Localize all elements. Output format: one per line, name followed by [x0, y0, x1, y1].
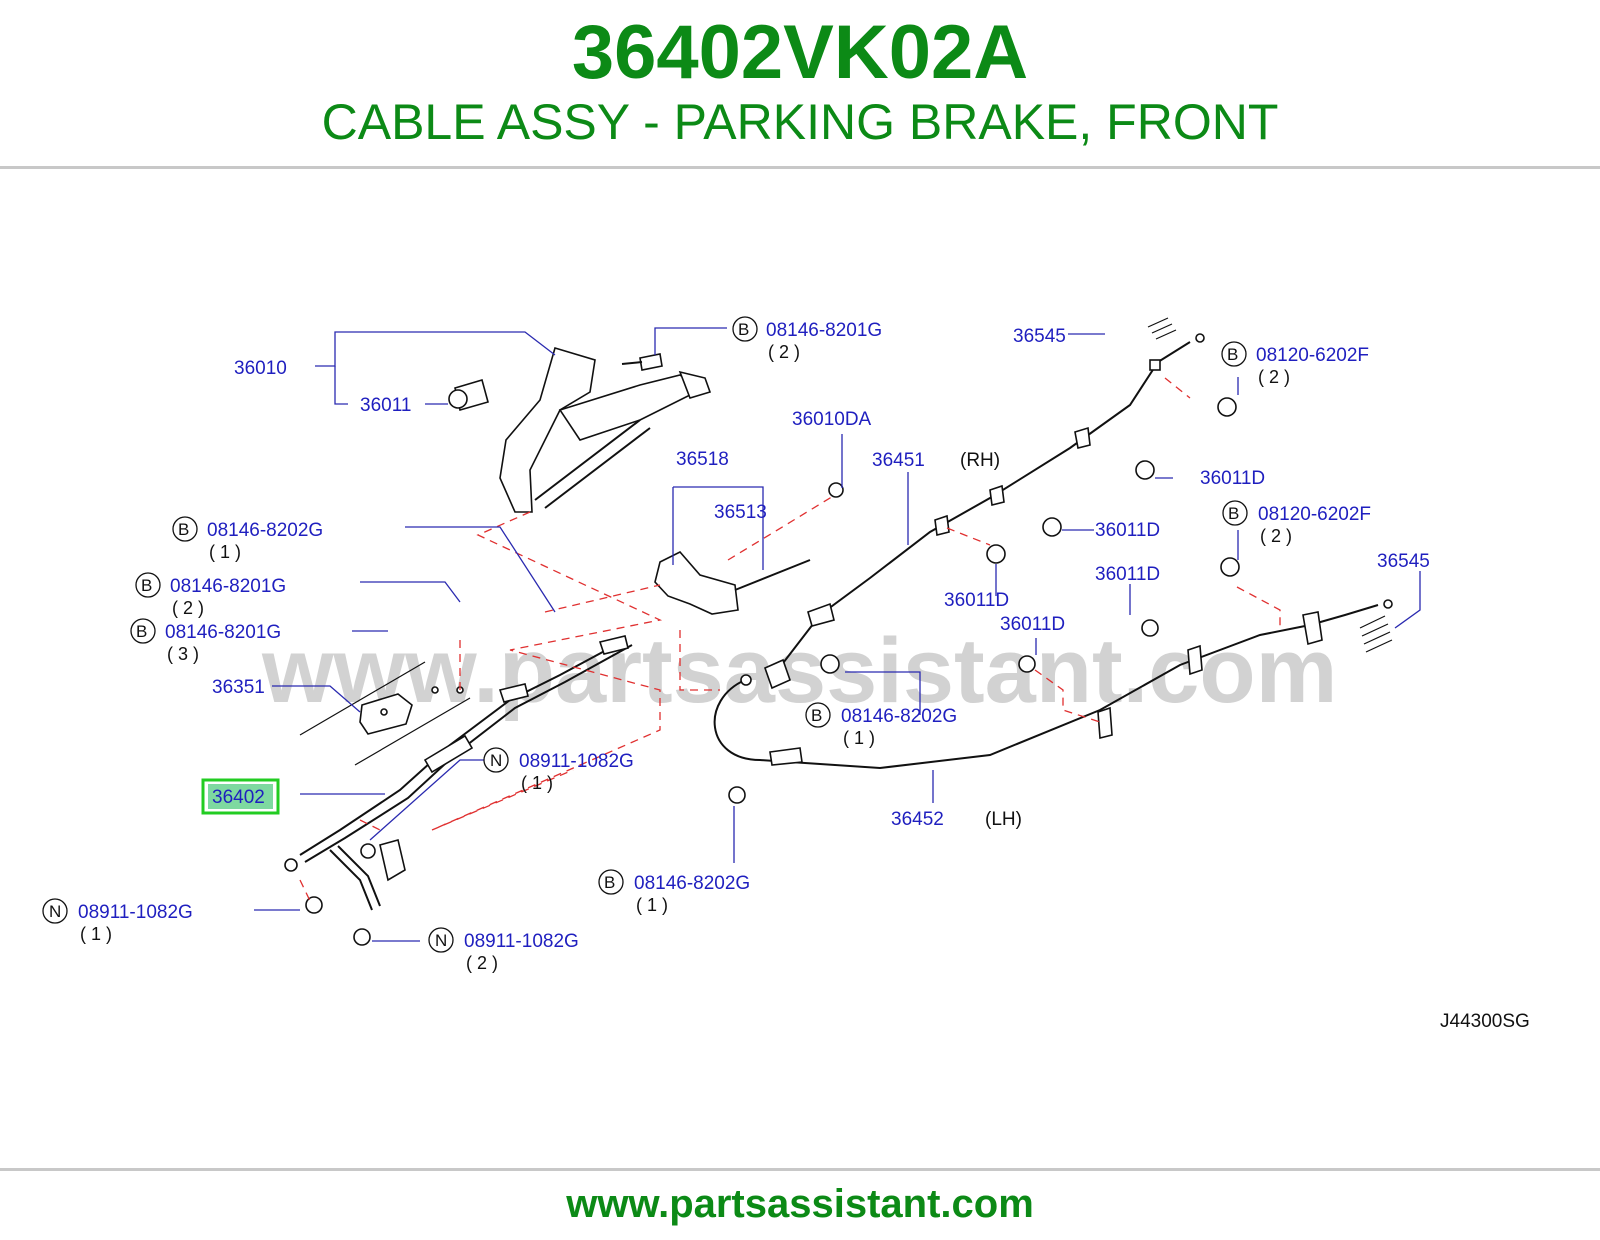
plate-drawing: [299, 661, 471, 766]
callout-qty: ( 1 ): [843, 728, 875, 748]
callout-number[interactable]: 08911-1082G: [78, 902, 193, 923]
label-36010[interactable]: 36010: [234, 358, 287, 379]
callout-08146-8202g-left[interactable]: B 08146-8202G ( 1 ): [172, 516, 323, 562]
callout-number[interactable]: 08146-8202G: [841, 706, 957, 727]
callout-08146-8201g-top[interactable]: B 08146-8201G ( 2 ): [732, 316, 882, 362]
footer-website[interactable]: www.partsassistant.com: [566, 1182, 1034, 1226]
callout-qty: ( 2 ): [1260, 526, 1292, 546]
page-title: 36402VK02A: [571, 10, 1029, 95]
prefix-circle: [135, 572, 161, 598]
label-36545-a[interactable]: 36545: [1013, 326, 1066, 347]
prefix-circle: [805, 702, 831, 728]
callout-08146-8201g-left-a[interactable]: B 08146-8201G ( 2 ): [135, 572, 286, 618]
callout-08911-1082g-a[interactable]: N 08911-1082G ( 1 ): [483, 747, 634, 793]
front-cable-drawing: [284, 635, 633, 946]
prefix-circle: [42, 898, 68, 924]
callout-qty: ( 1 ): [636, 895, 668, 915]
callout-qty: ( 2 ): [466, 953, 498, 973]
callout-number[interactable]: 08146-8202G: [207, 520, 323, 541]
callout-qty: ( 1 ): [209, 542, 241, 562]
callout-prefix: B: [136, 622, 147, 641]
prefix-circle: [172, 516, 198, 542]
prefix-circle: [483, 747, 509, 773]
callout-prefix: B: [141, 576, 152, 595]
label-36402[interactable]: 36402: [212, 787, 265, 808]
highlighted-part-36402[interactable]: 36402: [201, 778, 280, 815]
label-rh: (RH): [960, 450, 1000, 471]
label-36518[interactable]: 36518: [676, 449, 729, 470]
callout-prefix: B: [178, 520, 189, 539]
label-36011d-c[interactable]: 36011D: [944, 590, 1009, 611]
label-36011d-b[interactable]: 36011D: [1095, 520, 1160, 541]
callout-qty: ( 2 ): [1258, 367, 1290, 387]
callout-number[interactable]: 08146-8201G: [165, 622, 281, 643]
label-36451[interactable]: 36451: [872, 450, 925, 471]
highlight-box: [201, 778, 280, 815]
callout-prefix: B: [1228, 504, 1239, 523]
callout-prefix: N: [49, 902, 61, 921]
callout-08911-1082g-c[interactable]: N 08911-1082G ( 2 ): [428, 927, 579, 973]
watermark: www.partsassistant.com: [261, 620, 1337, 722]
top-divider: [0, 166, 1600, 169]
callout-qty: ( 1 ): [521, 773, 553, 793]
label-36452[interactable]: 36452: [891, 809, 944, 830]
label-36011[interactable]: 36011: [360, 395, 411, 416]
pedal-assembly-drawing: [448, 347, 712, 513]
label-36010da[interactable]: 36010DA: [792, 409, 872, 430]
part-description: CABLE ASSY - PARKING BRAKE, FRONT: [321, 94, 1279, 150]
callout-number[interactable]: 08146-8201G: [766, 320, 882, 341]
callout-qty: ( 2 ): [172, 598, 204, 618]
callout-number[interactable]: 08120-6202F: [1256, 345, 1369, 366]
prefix-circle: [1222, 500, 1248, 526]
diagram-code: J44300SG: [1440, 1011, 1530, 1032]
callout-qty: ( 1 ): [80, 924, 112, 944]
callout-prefix: B: [1227, 345, 1238, 364]
label-36011d-e[interactable]: 36011D: [1000, 614, 1065, 635]
label-36545-b[interactable]: 36545: [1377, 551, 1430, 572]
label-36011d-a[interactable]: 36011D: [1200, 468, 1265, 489]
callout-08911-1082g-b[interactable]: N 08911-1082G ( 1 ): [42, 898, 193, 944]
callout-08146-8202g-center[interactable]: B 08146-8202G ( 1 ): [805, 702, 957, 748]
cable-guide-drawing: [654, 482, 844, 615]
prefix-circle: [428, 927, 454, 953]
callout-08120-6202f-mid[interactable]: B 08120-6202F ( 2 ): [1222, 500, 1371, 546]
callout-qty: ( 3 ): [167, 644, 199, 664]
callout-prefix: N: [435, 931, 447, 950]
callout-08146-8202g-bottom[interactable]: B 08146-8202G ( 1 ): [598, 869, 750, 915]
callout-number[interactable]: 08146-8201G: [170, 576, 286, 597]
callout-prefix: B: [738, 320, 749, 339]
prefix-circle: [130, 618, 156, 644]
part-labels: 36010 36011 36010DA 36518 36513 36451 (R…: [212, 326, 1530, 1032]
callout-prefix: B: [604, 873, 615, 892]
fastener-callouts: B 08146-8201G ( 2 ) B 08120-6202F ( 2 ) …: [42, 316, 1371, 973]
callout-number[interactable]: 08120-6202F: [1258, 504, 1371, 525]
callout-prefix: N: [490, 751, 502, 770]
label-36513[interactable]: 36513: [714, 502, 767, 523]
label-lh: (LH): [985, 809, 1022, 830]
callout-08120-6202f-top[interactable]: B 08120-6202F ( 2 ): [1221, 341, 1369, 387]
label-36011d-d[interactable]: 36011D: [1095, 564, 1160, 585]
callout-number[interactable]: 08911-1082G: [464, 931, 579, 952]
assembly-dash-lines: [299, 377, 1281, 906]
callout-prefix: B: [811, 706, 822, 725]
callout-number[interactable]: 08146-8202G: [634, 873, 750, 894]
label-36351[interactable]: 36351: [212, 677, 265, 698]
callout-qty: ( 2 ): [768, 342, 800, 362]
prefix-circle: [1221, 341, 1247, 367]
rh-cable-drawing: [764, 317, 1237, 690]
highlight-fill: [208, 784, 273, 809]
callout-08146-8201g-left-b[interactable]: B 08146-8201G ( 3 ): [130, 618, 281, 664]
prefix-circle: [598, 869, 624, 895]
prefix-circle: [732, 316, 758, 342]
lh-cable-drawing: [713, 557, 1393, 804]
callout-number[interactable]: 08911-1082G: [519, 751, 634, 772]
bottom-divider: [0, 1168, 1600, 1171]
leader-lines: [254, 327, 1421, 942]
